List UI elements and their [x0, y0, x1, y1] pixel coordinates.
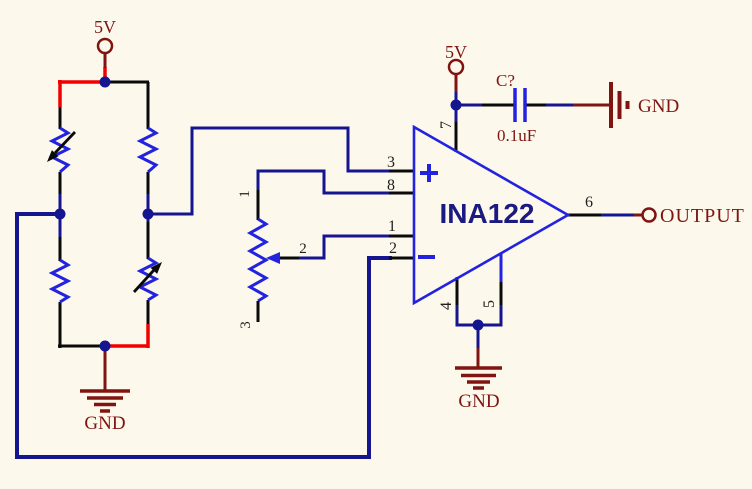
wheatstone-bridge [47, 126, 162, 304]
variable-arrow-shaft [132, 269, 156, 293]
pin6-number: 6 [585, 194, 593, 211]
ground-amplifier: GND [455, 366, 502, 412]
pot-pin1-number: 1 [237, 190, 253, 198]
junction-dot [450, 99, 462, 111]
resistor-bottom-right-variable [132, 256, 162, 302]
junction-dot [54, 208, 66, 220]
pin1-number: 1 [388, 218, 396, 235]
output-label: OUTPUT [660, 205, 745, 227]
junction-dots [54, 76, 484, 352]
pin3-number: 3 [387, 154, 395, 171]
resistor-top-right [136, 126, 160, 174]
wire-bridge-right-to-pin3 [148, 126, 390, 216]
supply-terminal-icon [96, 37, 114, 55]
potentiometer: 1 2 3 [237, 190, 307, 329]
pin4-number: 4 [438, 302, 455, 310]
supply-label-left: 5V [94, 17, 116, 37]
pot-zigzag [246, 217, 270, 303]
gnd-label-amplifier: GND [458, 391, 499, 412]
cap-ref: C? [496, 71, 515, 90]
wire-pot1-to-pin8 [256, 169, 390, 195]
gnd-label-bridge: GND [84, 413, 125, 434]
junction-dot [99, 340, 111, 352]
cap-value: 0.1uF [497, 126, 536, 145]
decoupling-capacitor: C? 0.1uF [496, 71, 536, 145]
resistor-top-left-variable [47, 126, 77, 174]
gnd-label-capacitor: GND [638, 96, 679, 117]
output-pin: OUTPUT [641, 205, 745, 227]
wire-bridge-left-to-pin2 [15, 212, 392, 459]
pin8-number: 8 [387, 177, 395, 194]
resistor-zigzag [48, 126, 72, 174]
wire-wiper-to-pin1 [298, 234, 390, 260]
supply-label-right: 5V [445, 42, 467, 62]
ic-name: INA122 [440, 198, 535, 229]
resistor-zigzag [136, 126, 160, 174]
pin2-number: 2 [389, 240, 397, 257]
junction-dot [472, 319, 484, 331]
plus-symbol-icon [420, 164, 438, 182]
output-terminal-icon [641, 207, 657, 223]
opamp-triangle [412, 124, 571, 306]
junction-dot [99, 76, 111, 88]
pin5-number: 5 [481, 300, 498, 308]
variable-arrow-head [47, 150, 59, 162]
pot-wiper-arrow-icon [266, 252, 280, 264]
supply-terminal-icon [447, 58, 465, 76]
pot-pin2-number: 2 [299, 241, 307, 257]
resistor-zigzag [136, 256, 160, 302]
pot-pin3-number: 3 [238, 321, 254, 329]
pin7-number: 7 [438, 121, 455, 129]
variable-arrow-head [150, 262, 162, 274]
ground-bridge: GND [80, 389, 130, 434]
junction-dot [142, 208, 154, 220]
resistor-zigzag [48, 258, 72, 304]
ground-chassis-capacitor: GND [609, 82, 679, 128]
ina122-amplifier: INA122 3 8 1 2 7 4 5 6 [387, 121, 593, 310]
variable-arrow-shaft [53, 131, 77, 154]
supply-pin-5v-left: 5V [94, 17, 116, 55]
supply-pin-5v-right: 5V [445, 42, 467, 76]
resistor-bottom-left [48, 258, 72, 304]
